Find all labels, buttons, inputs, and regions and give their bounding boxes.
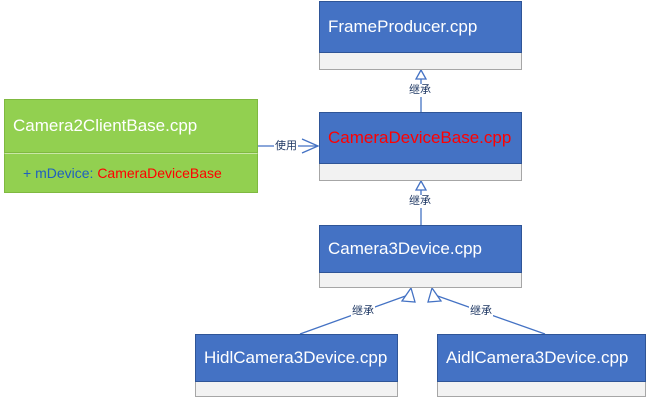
inherit-arrow-4	[427, 286, 443, 303]
label-inherit-4: 继承	[469, 305, 493, 318]
class-body	[319, 273, 522, 288]
class-body	[319, 53, 522, 70]
class-hidl-camera3-device[interactable]: HidlCamera3Device.cpp	[195, 334, 398, 397]
label-inherit-3: 继承	[351, 305, 375, 318]
class-aidl-camera3-device[interactable]: AidlCamera3Device.cpp	[437, 334, 646, 397]
class-camera3-device[interactable]: Camera3Device.cpp	[319, 225, 522, 288]
class-name: FrameProducer.cpp	[319, 1, 522, 53]
class-name: AidlCamera3Device.cpp	[437, 334, 646, 382]
inherit-arrow-1	[414, 68, 428, 80]
inherit-arrow-2	[414, 179, 428, 191]
use-arrowhead	[301, 138, 320, 154]
attribute-type: CameraDeviceBase	[97, 165, 222, 181]
class-name: Camera2ClientBase.cpp	[4, 99, 258, 153]
label-use: 使用	[274, 140, 298, 153]
attribute-mdevice: + mDevice: CameraDeviceBase	[4, 153, 258, 193]
class-name: CameraDeviceBase.cpp	[319, 112, 522, 164]
class-name-text: CameraDeviceBase.cpp	[328, 128, 512, 147]
class-body	[195, 382, 398, 397]
class-camera-device-base[interactable]: CameraDeviceBase.cpp	[319, 112, 522, 181]
class-frame-producer[interactable]: FrameProducer.cpp	[319, 1, 522, 70]
label-inherit-1: 继承	[408, 84, 432, 97]
inherit-arrow-3	[400, 286, 416, 303]
class-name: HidlCamera3Device.cpp	[195, 334, 398, 382]
class-camera2-client-base[interactable]: Camera2ClientBase.cpp + mDevice: CameraD…	[4, 99, 258, 193]
attribute-prefix: + mDevice:	[23, 165, 94, 181]
class-name: Camera3Device.cpp	[319, 225, 522, 273]
class-body	[319, 164, 522, 181]
class-body	[437, 382, 646, 397]
label-inherit-2: 继承	[408, 195, 432, 208]
